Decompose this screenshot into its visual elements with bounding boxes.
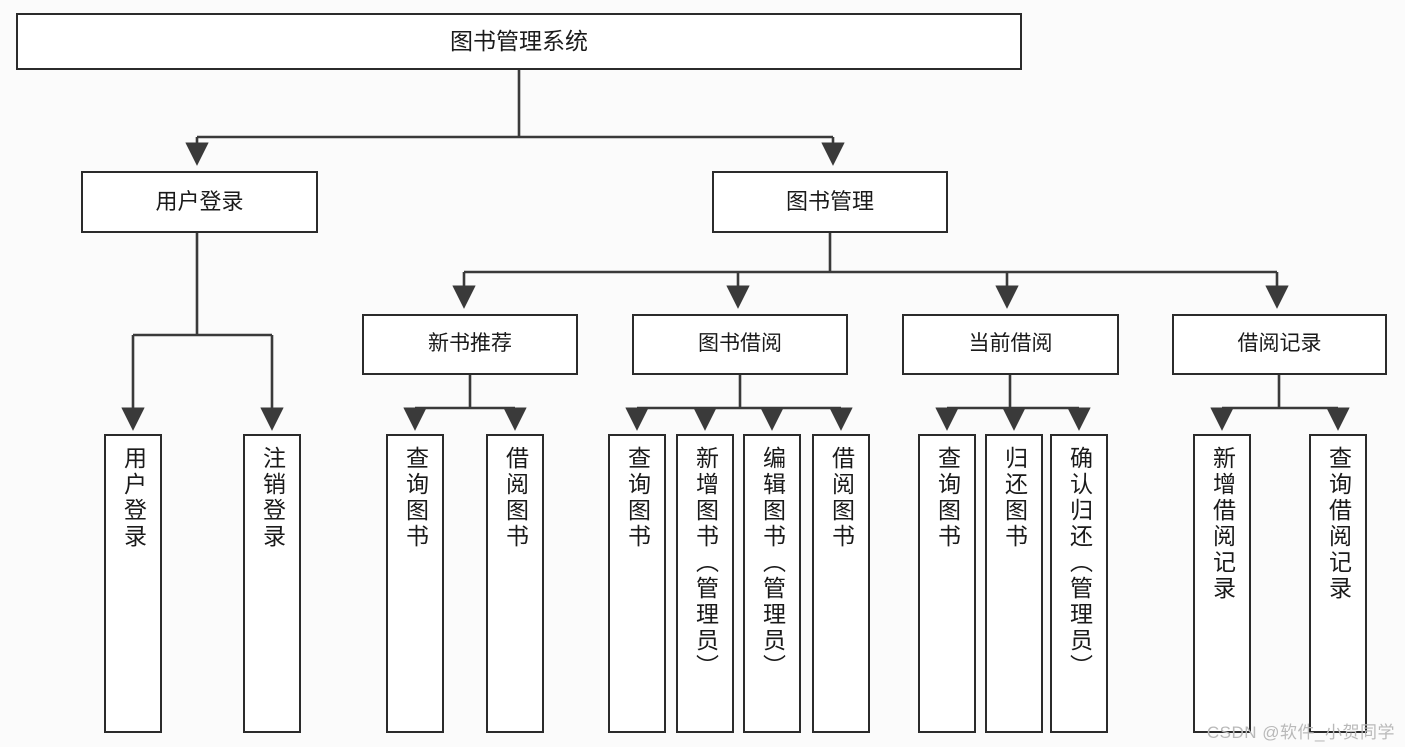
leaf-query-book-current[interactable]: 查询图书 — [918, 434, 976, 733]
node-label: 用户登录 — [120, 446, 147, 550]
node-label: 当前借阅 — [968, 332, 1053, 356]
node-label: 查询借阅记录 — [1325, 446, 1352, 602]
node-label: 查询图书 — [624, 446, 651, 550]
node-label: 图书管理系统 — [450, 27, 588, 54]
leaf-logout-login[interactable]: 注销登录 — [243, 434, 301, 733]
node-book-borrow[interactable]: 图书借阅 — [632, 314, 848, 375]
leaf-edit-book-admin[interactable]: 编辑图书（管理员） — [743, 434, 801, 733]
leaf-add-borrow-record[interactable]: 新增借阅记录 — [1193, 434, 1251, 733]
node-label: 查询图书 — [402, 446, 429, 550]
leaf-return-book[interactable]: 归还图书 — [985, 434, 1043, 733]
node-label: 新书推荐 — [428, 332, 512, 356]
node-label: 查询图书 — [934, 446, 961, 550]
node-new-book-recommend[interactable]: 新书推荐 — [362, 314, 578, 375]
node-label: 图书借阅 — [698, 332, 782, 356]
node-label: 编辑图书（管理员） — [759, 446, 786, 680]
leaf-query-book-borrow[interactable]: 查询图书 — [608, 434, 666, 733]
node-borrow-record[interactable]: 借阅记录 — [1172, 314, 1387, 375]
leaf-confirm-return-admin[interactable]: 确认归还（管理员） — [1050, 434, 1108, 733]
node-label: 图书管理 — [785, 189, 874, 215]
leaf-borrow-book[interactable]: 借阅图书 — [812, 434, 870, 733]
node-book-management-system[interactable]: 图书管理系统 — [16, 13, 1022, 70]
node-label: 归还图书 — [1001, 446, 1028, 550]
node-current-borrow[interactable]: 当前借阅 — [902, 314, 1119, 375]
node-book-manage[interactable]: 图书管理 — [712, 171, 948, 233]
watermark: CSDN @软件_小贺同学 — [1206, 723, 1395, 742]
node-label: 确认归还（管理员） — [1066, 446, 1093, 680]
node-label: 用户登录 — [155, 189, 244, 215]
leaf-query-book-recommend[interactable]: 查询图书 — [386, 434, 444, 733]
node-label: 借阅记录 — [1237, 332, 1322, 356]
node-user-login[interactable]: 用户登录 — [81, 171, 318, 233]
node-label: 注销登录 — [259, 446, 286, 550]
node-label: 新增借阅记录 — [1209, 446, 1236, 602]
leaf-add-book-admin[interactable]: 新增图书（管理员） — [676, 434, 734, 733]
leaf-query-borrow-record[interactable]: 查询借阅记录 — [1309, 434, 1367, 733]
leaf-borrow-book-recommend[interactable]: 借阅图书 — [486, 434, 544, 733]
leaf-user-login[interactable]: 用户登录 — [104, 434, 162, 733]
node-label: 借阅图书 — [502, 446, 529, 550]
node-label: 借阅图书 — [828, 446, 855, 550]
node-label: 新增图书（管理员） — [692, 446, 719, 680]
